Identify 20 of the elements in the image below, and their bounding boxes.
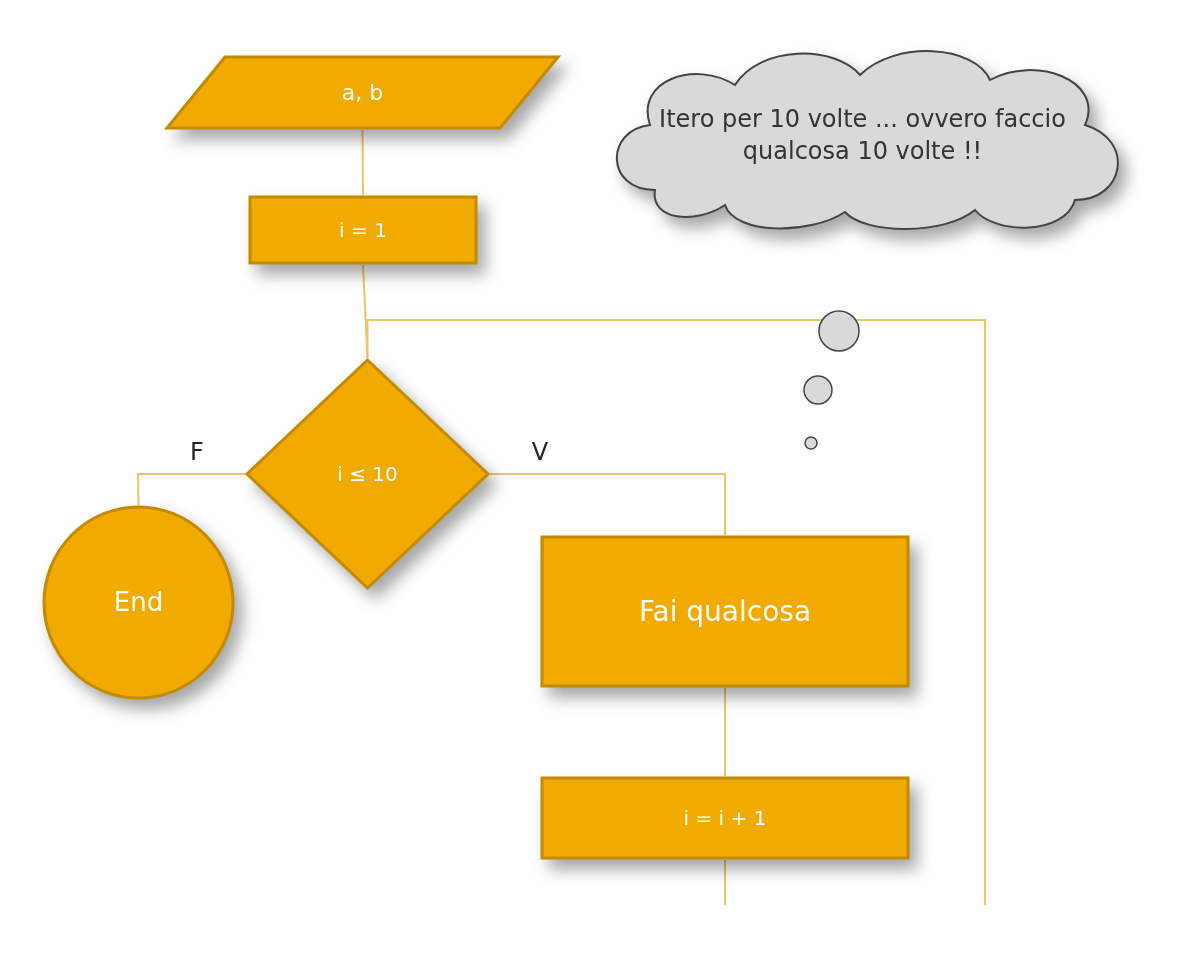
- decision-diamond: [245, 358, 490, 590]
- connector-line: [489, 473, 726, 536]
- connector-line: [362, 264, 369, 359]
- input-parallelogram: [165, 55, 560, 130]
- node-text: i ≤ 10: [337, 461, 398, 488]
- node-text: Fai qualcosa: [638, 593, 812, 630]
- node-text: End: [113, 586, 164, 619]
- connector-line: [137, 473, 246, 506]
- process-box: [540, 535, 910, 688]
- terminal-circle: [42, 505, 235, 700]
- process-box: [248, 195, 478, 265]
- node-text: i = i + 1: [683, 805, 767, 832]
- connector-line: [361, 129, 364, 196]
- node-text: a, b: [341, 79, 384, 107]
- connector-line: [366, 319, 986, 906]
- node-text: i = 1: [339, 217, 387, 244]
- connector-line: [724, 859, 726, 906]
- process-box: [540, 776, 910, 860]
- connector-line: [724, 687, 726, 777]
- node-text: Itero per 10 volte ... ovvero faccio qualcosa 10 volte !!: [658, 103, 1067, 167]
